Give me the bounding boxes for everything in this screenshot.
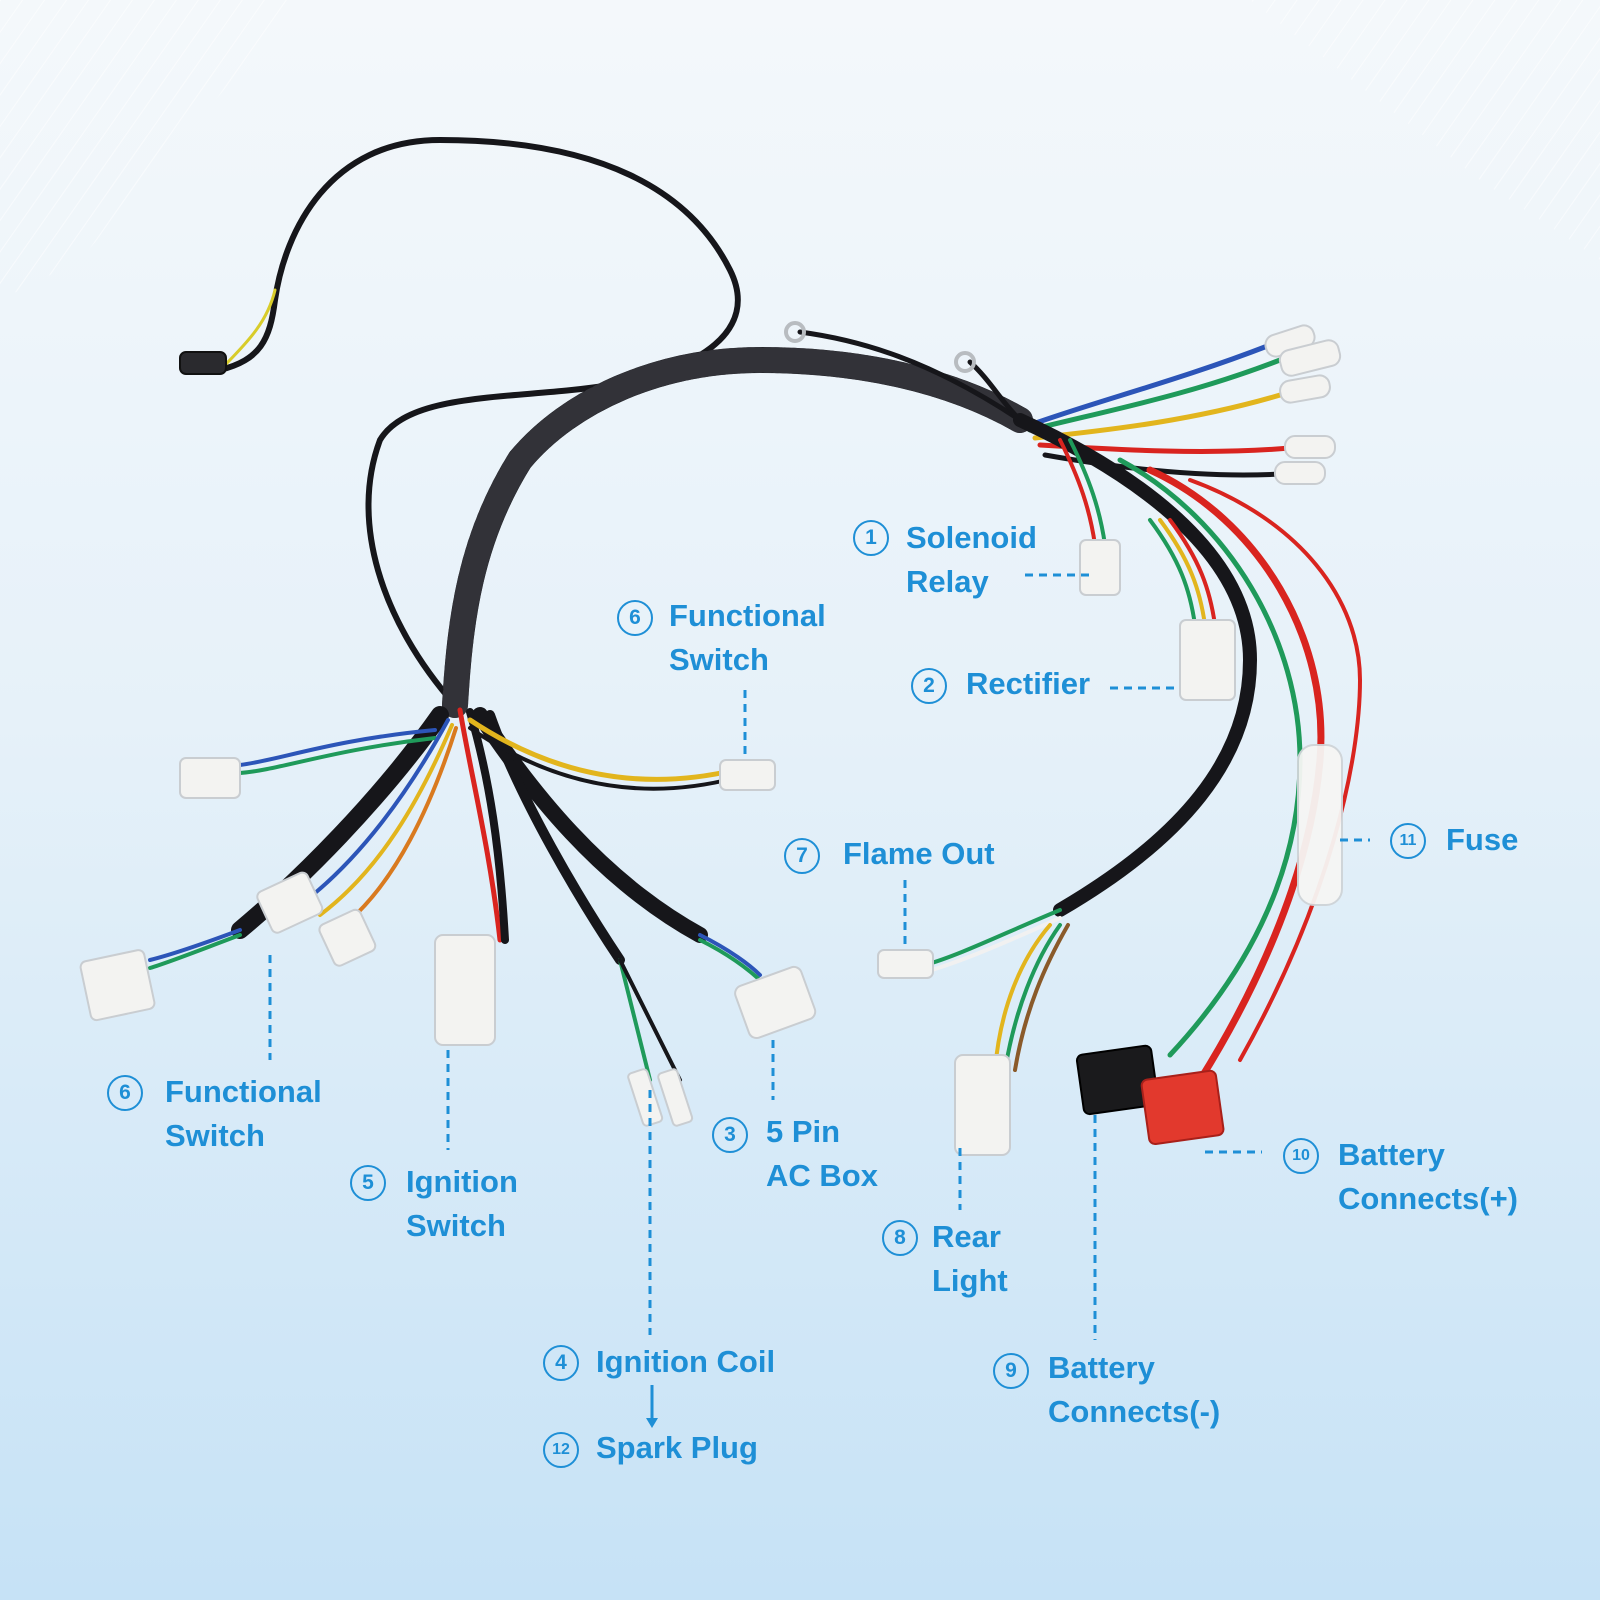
callout-text: Solenoid Relay (906, 520, 1037, 599)
callout-number: 2 (911, 668, 947, 704)
callout-number: 6 (107, 1075, 143, 1111)
background-pattern (0, 0, 1600, 300)
callout-number: 8 (882, 1220, 918, 1256)
callout-text: Rear Light (932, 1219, 1008, 1298)
callout-number: 7 (784, 838, 820, 874)
callout-number: 1 (853, 520, 889, 556)
callout-text: Ignition Coil (596, 1344, 776, 1379)
callout-text: 5 Pin AC Box (766, 1114, 878, 1193)
callout-number: 6 (617, 600, 653, 636)
harness-connectors (79, 321, 1342, 1156)
callout-number: 5 (350, 1165, 386, 1201)
callout-text: Battery Connects(+) (1338, 1137, 1518, 1216)
callout-number: 4 (543, 1345, 579, 1381)
callout-number: 11 (1390, 823, 1426, 859)
callout-text: Functional Switch (165, 1074, 322, 1153)
callout-text: Battery Connects(-) (1048, 1350, 1221, 1429)
callout-text: Ignition Switch (406, 1164, 518, 1243)
callout-text: Fuse (1446, 822, 1519, 857)
callout-text: Functional Switch (669, 598, 826, 677)
callout-number: 12 (543, 1432, 579, 1468)
callout-leader-lines (268, 573, 1370, 1428)
callout-number: 10 (1283, 1138, 1319, 1174)
callout-text: Rectifier (966, 666, 1091, 701)
callout-text: Spark Plug (596, 1430, 758, 1465)
callout-text: Flame Out (843, 836, 995, 871)
callout-number: 9 (993, 1353, 1029, 1389)
callout-number: 3 (712, 1117, 748, 1153)
